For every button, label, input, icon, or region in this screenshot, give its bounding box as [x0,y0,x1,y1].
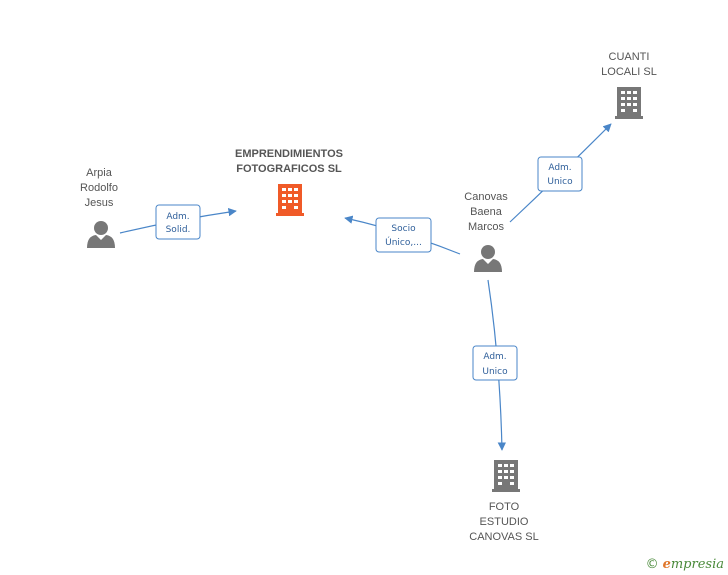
node-label-line: Canovas [464,191,508,203]
node-label-line: ESTUDIO [480,516,529,528]
role-line-2: Unico [482,367,508,377]
role-box-canovas-socio[interactable]: Socio Único,... [375,217,432,253]
copyright-icon: © [645,557,659,572]
node-label-line: EMPRENDIMIENTOS [235,148,343,160]
role-line-1: Adm. [548,163,571,173]
node-label-line: Arpia [86,167,113,179]
node-label-line: FOTO [489,501,520,513]
role-line-1: Socio [391,224,416,234]
role-box-canovas-cuanti[interactable]: Adm. Unico [537,156,583,192]
building-icon [615,87,643,119]
person-icon [87,221,115,248]
node-label-line: Baena [470,206,503,218]
building-icon [276,184,304,216]
building-icon [492,460,520,492]
node-person-canovas[interactable]: Canovas Baena Marcos [464,191,508,272]
node-label-line: CUANTI [609,51,650,63]
brand-logo-initial: e [662,557,671,572]
role-line-1: Adm. [483,352,506,362]
node-label-line: LOCALI SL [601,66,657,78]
role-box-canovas-foto[interactable]: Adm. Unico [472,345,518,381]
node-person-arpia[interactable]: Arpia Rodolfo Jesus [80,167,118,248]
brand-logo-text: mpresia [670,557,724,572]
role-line-2: Solid. [166,225,191,235]
role-line-1: Adm. [166,212,189,222]
node-label-line: Jesus [85,197,114,209]
role-line-2: Unico [547,177,573,187]
node-label-line: Rodolfo [80,182,118,194]
node-company-cuanti[interactable]: CUANTI LOCALI SL [601,51,657,119]
node-label-line: FOTOGRAFICOS SL [236,163,342,175]
person-icon [474,245,502,272]
node-company-emprendimientos[interactable]: EMPRENDIMIENTOS FOTOGRAFICOS SL [235,148,343,216]
node-label-line: Marcos [468,221,505,233]
role-line-2: Único,... [385,236,422,248]
node-company-foto[interactable]: FOTO ESTUDIO CANOVAS SL [469,460,539,543]
node-label-line: CANOVAS SL [469,531,539,543]
role-box-arpia[interactable]: Adm. Solid. [155,204,201,240]
empresia-footer: ©empresia [646,557,724,572]
edges-layer [119,123,612,451]
